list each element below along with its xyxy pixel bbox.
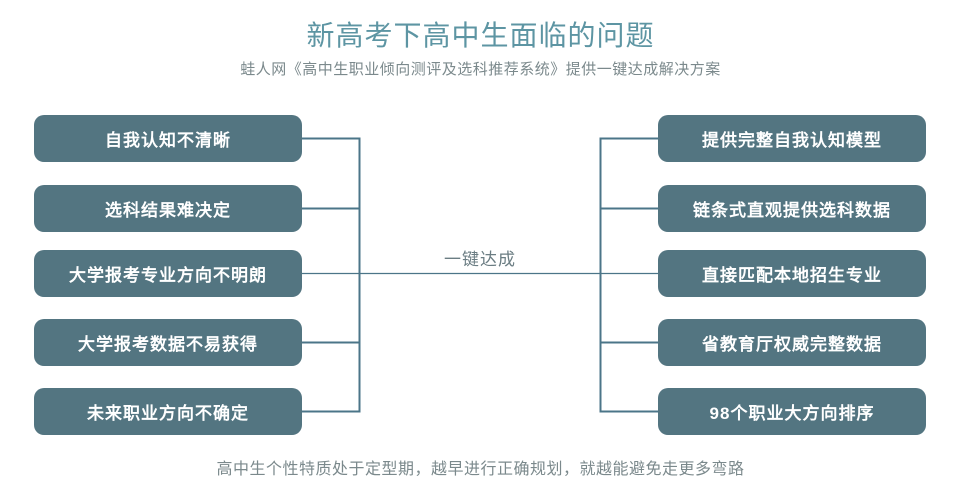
problem-box-5: 未来职业方向不确定 [34,388,302,435]
page-title: 新高考下高中生面临的问题 [306,20,655,51]
center-label: 一键达成 [444,250,516,269]
solution-box-4: 省教育厅权威完整数据 [658,319,926,366]
problem-box-3: 大学报考专业方向不明朗 [34,250,302,297]
page-subtitle: 蛙人网《高中生职业倾向测评及选科推荐系统》提供一键达成解决方案 [240,61,721,78]
problem-box-2: 选科结果难决定 [34,185,302,232]
solution-box-5: 98个职业大方向排序 [658,388,926,435]
footer-note: 高中生个性特质处于定型期，越早进行正确规划，就越能避免走更多弯路 [216,461,745,478]
problem-box-1: 自我认知不清晰 [34,115,302,162]
solution-box-1: 提供完整自我认知模型 [658,115,926,162]
problem-box-4: 大学报考数据不易获得 [34,319,302,366]
solution-box-3: 直接匹配本地招生专业 [658,250,926,297]
solution-box-2: 链条式直观提供选科数据 [658,185,926,232]
